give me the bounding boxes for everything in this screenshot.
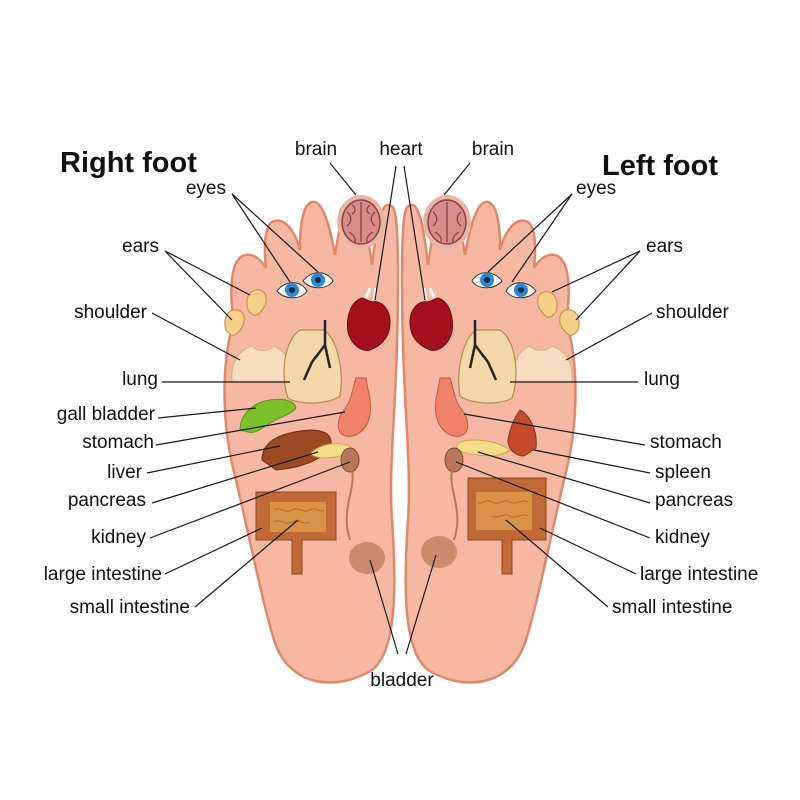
label-shoulder-left: shoulder: [656, 302, 730, 323]
label-heart: heart: [379, 139, 423, 160]
label-small-intestine-left: small intestine: [612, 597, 732, 618]
label-large-intestine-left: large intestine: [640, 564, 758, 585]
heart-icon: [409, 287, 453, 351]
label-liver: liver: [107, 462, 143, 483]
bladder-icon: [349, 542, 385, 574]
brain-icon: [337, 195, 385, 249]
right-foot-title: Right foot: [60, 147, 197, 179]
label-lung-right: lung: [122, 369, 158, 390]
liver-icon: [261, 429, 332, 471]
left-foot: [400, 195, 580, 684]
eye-icon: [471, 272, 503, 289]
brain-icon: [423, 195, 471, 249]
eye-icon: [505, 282, 537, 299]
ear-icon: [559, 309, 580, 336]
ear-icon: [224, 309, 245, 336]
stomach-icon: [337, 377, 371, 437]
intestine-icon: [467, 477, 547, 575]
left-foot-title: Left foot: [602, 150, 718, 182]
label-brain-right: brain: [295, 139, 337, 160]
kidney-icon: [444, 447, 464, 473]
label-spleen: spleen: [655, 462, 711, 483]
label-lung-left: lung: [644, 369, 680, 390]
kidney-icon: [340, 447, 360, 473]
ear-icon: [537, 291, 558, 318]
stomach-icon: [435, 377, 469, 437]
label-shoulder-right: shoulder: [74, 302, 148, 323]
label-kidney-left: kidney: [655, 527, 710, 548]
label-large-intestine-right: large intestine: [44, 564, 162, 585]
label-ears-left: ears: [646, 236, 683, 257]
lung-icon: [458, 320, 517, 404]
eye-icon: [276, 282, 308, 299]
label-kidney-right: kidney: [91, 527, 146, 548]
label-eyes-right: eyes: [186, 178, 226, 199]
label-ears-right: ears: [122, 236, 159, 257]
ear-icon: [246, 289, 267, 316]
intestine-icon: [255, 491, 337, 575]
eye-icon: [302, 272, 334, 289]
label-pancreas-right: pancreas: [68, 490, 146, 511]
gall-bladder-icon: [239, 398, 297, 433]
lung-icon: [283, 320, 342, 404]
bladder-icon: [421, 536, 457, 568]
label-gall-bladder: gall bladder: [57, 404, 156, 425]
label-stomach-right: stomach: [82, 432, 154, 453]
label-small-intestine-right: small intestine: [70, 597, 190, 618]
label-eyes-left: eyes: [576, 178, 616, 199]
spleen-icon: [507, 409, 537, 457]
heart-icon: [347, 287, 391, 351]
label-stomach-left: stomach: [650, 432, 722, 453]
right-foot: [223, 195, 400, 684]
label-pancreas-left: pancreas: [655, 490, 733, 511]
leader-lines: [146, 162, 653, 655]
label-brain-left: brain: [472, 139, 514, 160]
label-bladder: bladder: [370, 670, 434, 691]
